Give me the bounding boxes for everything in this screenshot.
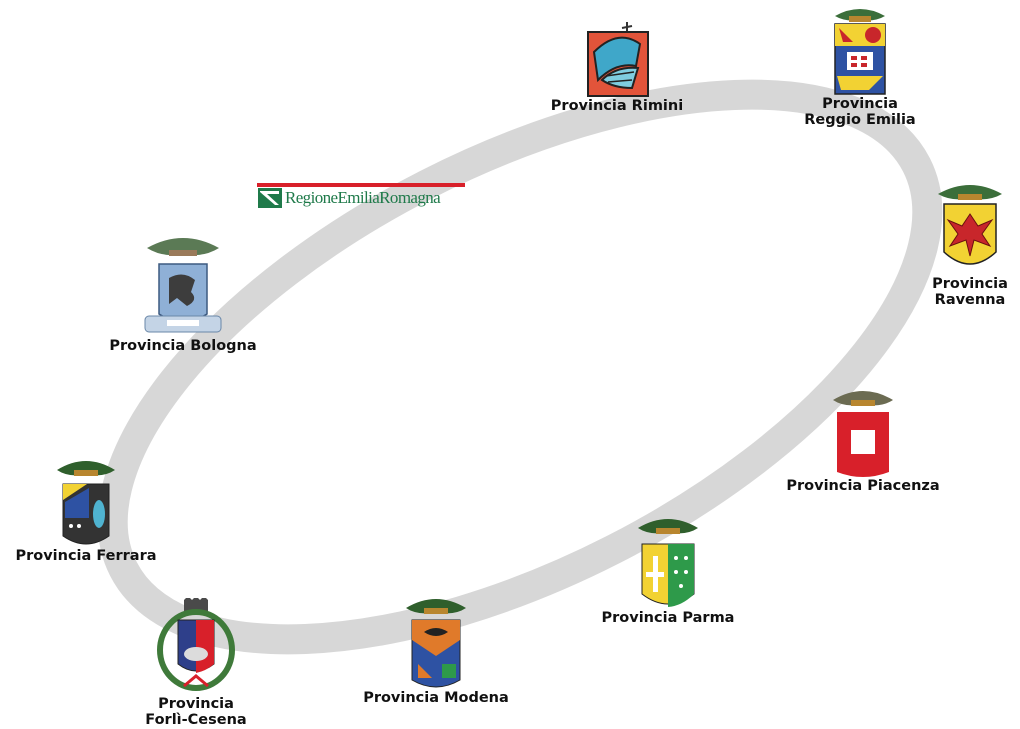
province-label-line: Forlì-Cesena bbox=[145, 712, 247, 728]
province-ravenna: Provincia Ravenna bbox=[920, 180, 1020, 308]
province-label: Provincia Ravenna bbox=[920, 276, 1020, 308]
piacenza-coat-of-arms-icon bbox=[833, 391, 893, 477]
province-label-line: Provincia Piacenza bbox=[786, 478, 940, 494]
province-label-line: Provincia Ferrara bbox=[15, 548, 157, 564]
province-label-line: Provincia bbox=[158, 696, 234, 712]
province-piacenza: Provincia Piacenza bbox=[780, 386, 946, 494]
province-label: Provincia Forlì-Cesena bbox=[126, 696, 266, 728]
province-label-line: Reggio Emilia bbox=[804, 112, 916, 128]
province-rimini: Provincia Rimini bbox=[537, 22, 697, 114]
province-label-line: Provincia bbox=[822, 96, 898, 112]
province-label: Provincia Parma bbox=[596, 610, 740, 626]
province-label-line: Provincia Rimini bbox=[550, 98, 684, 114]
province-label: Provincia Reggio Emilia bbox=[790, 96, 930, 128]
province-label: Provincia Ferrara bbox=[6, 548, 166, 564]
region-logo: RegioneEmiliaRomagna bbox=[257, 183, 467, 209]
province-label-line: Provincia Parma bbox=[601, 610, 735, 626]
rimini-coat-of-arms-icon bbox=[587, 22, 649, 97]
province-label: Provincia Piacenza bbox=[780, 478, 946, 494]
modena-coat-of-arms-icon bbox=[406, 599, 466, 688]
province-label-line: Provincia Modena bbox=[363, 690, 509, 706]
bologna-coat-of-arms-icon bbox=[144, 238, 222, 333]
province-label: Provincia Rimini bbox=[537, 98, 697, 114]
province-label-line: Provincia bbox=[932, 276, 1008, 292]
province-label: Provincia Bologna bbox=[100, 338, 266, 354]
province-reggio-emilia: Provincia Reggio Emilia bbox=[790, 6, 930, 128]
province-label-line: Ravenna bbox=[934, 292, 1006, 308]
province-ferrara: Provincia Ferrara bbox=[6, 456, 166, 564]
regione-emilia-romagna-logo bbox=[257, 183, 465, 208]
reggio-emilia-coat-of-arms-icon bbox=[834, 9, 886, 95]
ferrara-coat-of-arms-icon bbox=[57, 461, 115, 545]
province-modena: Provincia Modena bbox=[356, 594, 516, 706]
province-forli-cesena: Provincia Forlì-Cesena bbox=[126, 598, 266, 728]
province-parma: Provincia Parma bbox=[596, 514, 740, 626]
ravenna-coat-of-arms-icon bbox=[938, 185, 1002, 265]
province-label: Provincia Modena bbox=[356, 690, 516, 706]
province-label-line: Provincia Bologna bbox=[109, 338, 257, 354]
province-bologna: Provincia Bologna bbox=[100, 234, 266, 354]
region-logo-text: RegioneEmiliaRomagna bbox=[285, 188, 441, 207]
forli-cesena-coat-of-arms-icon bbox=[157, 598, 235, 691]
parma-coat-of-arms-icon bbox=[638, 519, 698, 607]
